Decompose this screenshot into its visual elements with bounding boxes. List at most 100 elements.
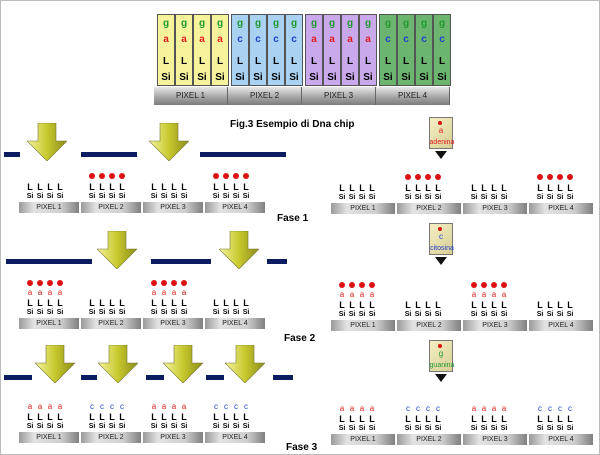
substrate-label: Si: [358, 425, 366, 432]
linker-label: L: [47, 298, 53, 308]
linker-label: L: [151, 182, 157, 192]
pixel-label: PIXEL 2: [397, 203, 461, 214]
base-label: a: [501, 404, 507, 413]
substrate-label: Si: [414, 311, 422, 318]
substrate-label: Si: [88, 423, 96, 430]
linker-label: L: [557, 414, 563, 424]
protecting-group: [359, 282, 365, 288]
linker-label: L: [109, 182, 115, 192]
substrate-label: Si: [26, 193, 34, 200]
linker-label: L: [415, 183, 421, 193]
strand-base: L: [384, 56, 392, 67]
substrate-label: Si: [212, 309, 220, 316]
pixel-label: PIXEL 4: [205, 202, 265, 213]
substrate-label: Si: [26, 423, 34, 430]
linker-label: L: [481, 183, 487, 193]
substrate-label: Si: [414, 425, 422, 432]
strand-base: a: [163, 34, 169, 45]
reagent-base: g: [438, 349, 444, 358]
linker-label: L: [481, 414, 487, 424]
substrate-label: Si: [212, 423, 220, 430]
linker-label: L: [181, 298, 187, 308]
substrate-label: Si: [338, 194, 346, 201]
linker-label: L: [233, 298, 239, 308]
linker-label: L: [89, 298, 95, 308]
strand-base: g: [162, 18, 170, 29]
base-label: a: [151, 402, 157, 411]
base-label: c: [224, 402, 228, 411]
substrate-label: Si: [56, 309, 64, 316]
protecting-group: [491, 282, 497, 288]
light-arrow: [225, 345, 265, 383]
strand-base: L: [162, 56, 170, 67]
base-label: a: [151, 288, 157, 297]
linker-label: L: [435, 414, 441, 424]
reagent-name: guanina: [429, 362, 455, 369]
protecting-group: [369, 282, 375, 288]
light-arrow: [219, 231, 259, 269]
base-label: a: [37, 288, 43, 297]
linker-label: L: [415, 300, 421, 310]
linker-label: L: [161, 412, 167, 422]
strand-base: c: [403, 34, 409, 45]
linker-label: L: [99, 412, 105, 422]
base-label: a: [491, 290, 497, 299]
base-label: a: [481, 290, 487, 299]
linker-label: L: [243, 412, 249, 422]
base-label: a: [47, 288, 53, 297]
substrate-label: Si: [556, 311, 564, 318]
linker-label: L: [491, 414, 497, 424]
substrate-label: Si: [480, 194, 488, 201]
substrate-label: Si: [242, 193, 250, 200]
strand-base: L: [364, 56, 372, 67]
substrate-label: Si: [434, 425, 442, 432]
substrate-label: Si: [150, 193, 158, 200]
linker-label: L: [181, 182, 187, 192]
substrate-label: Si: [500, 194, 508, 201]
linker-label: L: [151, 412, 157, 422]
substrate-label: Si: [338, 425, 346, 432]
pixel-label: PIXEL 4: [205, 432, 265, 443]
strand-base: a: [347, 34, 353, 45]
substrate-label: Si: [222, 423, 230, 430]
linker-label: L: [213, 412, 219, 422]
strand-base: g: [328, 18, 336, 29]
base-label: a: [181, 288, 187, 297]
protecting-group: [471, 282, 477, 288]
protecting-group: [233, 173, 239, 179]
pixel-label: PIXEL 3: [463, 320, 527, 331]
substrate-label: Si: [180, 423, 188, 430]
substrate-label: Si: [566, 194, 574, 201]
pixel-label: PIXEL 3: [463, 434, 527, 445]
protecting-group: [415, 174, 421, 180]
protecting-group: [171, 280, 177, 286]
strand-base: c: [439, 34, 445, 45]
base-label: a: [369, 290, 375, 299]
linker-label: L: [161, 298, 167, 308]
linker-label: L: [501, 300, 507, 310]
linker-label: L: [243, 182, 249, 192]
linker-label: L: [171, 298, 177, 308]
substrate-label: Si: [480, 311, 488, 318]
pixel-label: PIXEL 3: [463, 203, 527, 214]
strand-base: g: [254, 18, 262, 29]
substrate-label: Si: [160, 423, 168, 430]
base-label: a: [27, 402, 33, 411]
base-label: c: [436, 404, 440, 413]
linker-label: L: [109, 412, 115, 422]
linker-label: L: [161, 182, 167, 192]
strand-base: L: [180, 56, 188, 67]
substrate-label: Si: [118, 193, 126, 200]
substrate-label: Si: [404, 425, 412, 432]
pixel-label: PIXEL 3: [302, 87, 376, 105]
substrate-label: Si: [88, 309, 96, 316]
substrate-label: Si: [414, 194, 422, 201]
linker-label: L: [405, 414, 411, 424]
